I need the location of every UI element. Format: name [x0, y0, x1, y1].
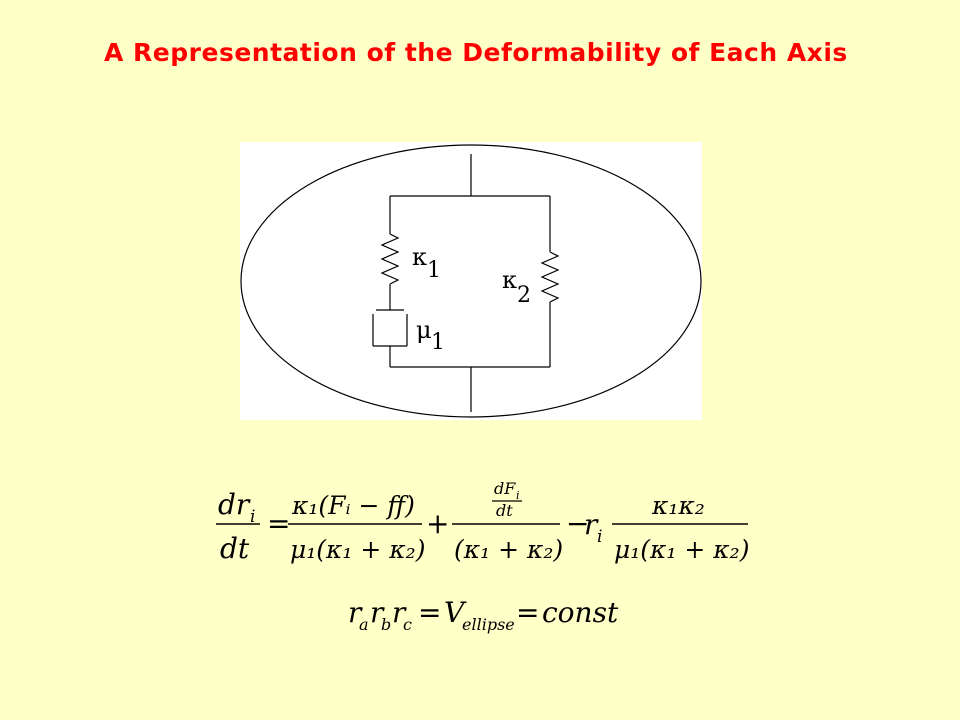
term2-denominator: (κ₁ + κ₂) [454, 535, 563, 564]
mu1-symbol: μ [416, 316, 432, 344]
model-diagram-svg: κ 1 κ 2 μ 1 [240, 144, 702, 418]
equals-sign-1: = [267, 507, 290, 540]
lhs-numerator-subscript: i [250, 507, 255, 527]
term2-inner-numerator: dF [494, 479, 516, 498]
lhs-numerator: dr [218, 488, 251, 521]
v-subscript-ellipse: ellipse [462, 615, 515, 634]
mu1-subscript: 1 [431, 330, 445, 355]
term3-numerator: κ₁κ₂ [651, 491, 705, 520]
kappa1-subscript: 1 [427, 258, 441, 283]
equations-svg: dr i dt = κ₁(Fᵢ − ff) μ₁(κ₁ + κ₂) + dF i… [216, 479, 749, 634]
r-i-symbol: r [584, 508, 599, 541]
const-text: const [542, 596, 619, 629]
term1-numerator: κ₁(Fᵢ − ff) [291, 491, 415, 520]
term3-denominator: μ₁(κ₁ + κ₂) [614, 535, 749, 564]
equals-sign-2: = [418, 596, 441, 629]
dashpot-mu1 [372, 309, 408, 347]
v-symbol: V [444, 596, 467, 629]
term2-inner-denominator: dt [496, 501, 513, 520]
cell-ellipse [240, 144, 702, 418]
minus-sign: − [566, 507, 589, 540]
slide-title: A Representation of the Deformability of… [104, 38, 848, 67]
r-a-symbol: r [348, 596, 363, 629]
r-b-symbol: r [370, 596, 385, 629]
term1-denominator: μ₁(κ₁ + κ₂) [290, 535, 425, 564]
plus-sign: + [426, 507, 449, 540]
equals-sign-3: = [516, 596, 539, 629]
lhs-denominator: dt [220, 532, 250, 565]
equation-1: dr i dt = κ₁(Fᵢ − ff) μ₁(κ₁ + κ₂) + dF i… [216, 479, 749, 565]
kappa2-subscript: 2 [517, 283, 531, 308]
viscoelastic-model-figure: κ 1 κ 2 μ 1 [240, 142, 702, 420]
r-b-subscript: b [381, 615, 391, 634]
r-c-subscript: c [403, 615, 412, 634]
r-i-subscript: i [597, 527, 602, 547]
term2-inner-numerator-subscript: i [516, 489, 520, 502]
equation-2: r a r b r c = V ellipse = const [348, 596, 619, 634]
kappa1-symbol: κ [412, 243, 427, 271]
spring-kappa2 [540, 251, 560, 303]
r-c-symbol: r [392, 596, 407, 629]
spring-kappa1 [380, 233, 400, 285]
kappa2-symbol: κ [502, 266, 517, 294]
r-a-subscript: a [359, 615, 369, 634]
